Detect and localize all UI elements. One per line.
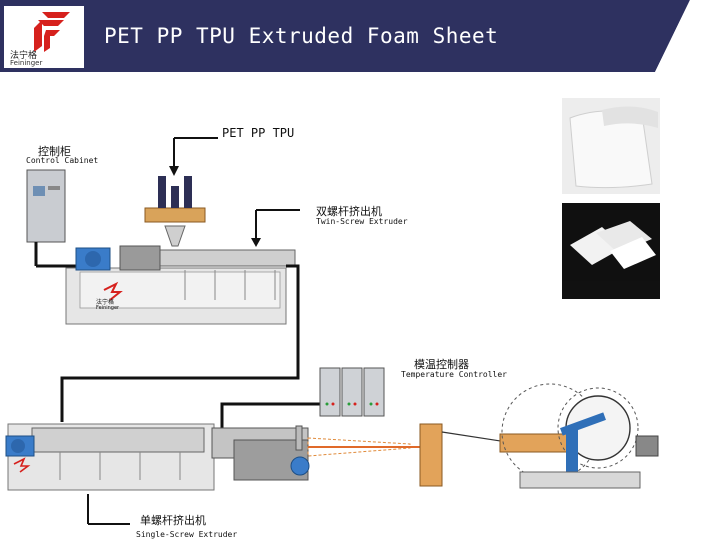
single-screw-label-en: Single-Screw Extruder <box>136 530 238 539</box>
header-band: 法宁格 Feininger PET PP TPU Extruded Foam S… <box>0 0 726 76</box>
logo-chinese-text: 法宁格 <box>10 51 38 61</box>
temperature-controller-label-cn: 模温控制器 <box>414 358 469 371</box>
temperature-controller-label-en: Temperature Controller <box>401 370 507 379</box>
page-title: PET PP TPU Extruded Foam Sheet <box>104 24 499 48</box>
foam-sheet-pieces-photo <box>562 203 660 299</box>
control-cabinet-label-en: Control Cabinet <box>26 156 99 165</box>
connecting-pipe <box>60 264 300 422</box>
feininger-logo-icon <box>34 12 70 52</box>
company-logo: 法宁格 Feininger <box>4 6 84 68</box>
logo-english-text: Feininger <box>10 59 43 67</box>
single-screw-label-cn: 单螺杆挤出机 <box>140 514 206 527</box>
control-cabinet-label-cn: 控制柜 <box>38 145 71 158</box>
temperature-controller <box>319 367 385 417</box>
twin-screw-label-cn: 双螺杆挤出机 <box>316 205 382 218</box>
die-head <box>211 402 420 481</box>
single-screw-extruder <box>5 423 215 525</box>
foam-sheet-roll-photo <box>562 98 660 194</box>
foam-pieces-icon <box>562 203 660 281</box>
machine-logo-cn: 法宁格 <box>96 299 115 306</box>
header-background <box>0 0 726 76</box>
foam-roll-icon <box>562 98 660 194</box>
machine-logo-en: Feininger <box>96 305 120 311</box>
twin-screw-label-en: Twin-Screw Extruder <box>316 217 408 226</box>
control-cabinet <box>26 169 80 268</box>
haul-off-winder <box>419 383 659 489</box>
raw-material-label: PET PP TPU <box>222 126 295 140</box>
